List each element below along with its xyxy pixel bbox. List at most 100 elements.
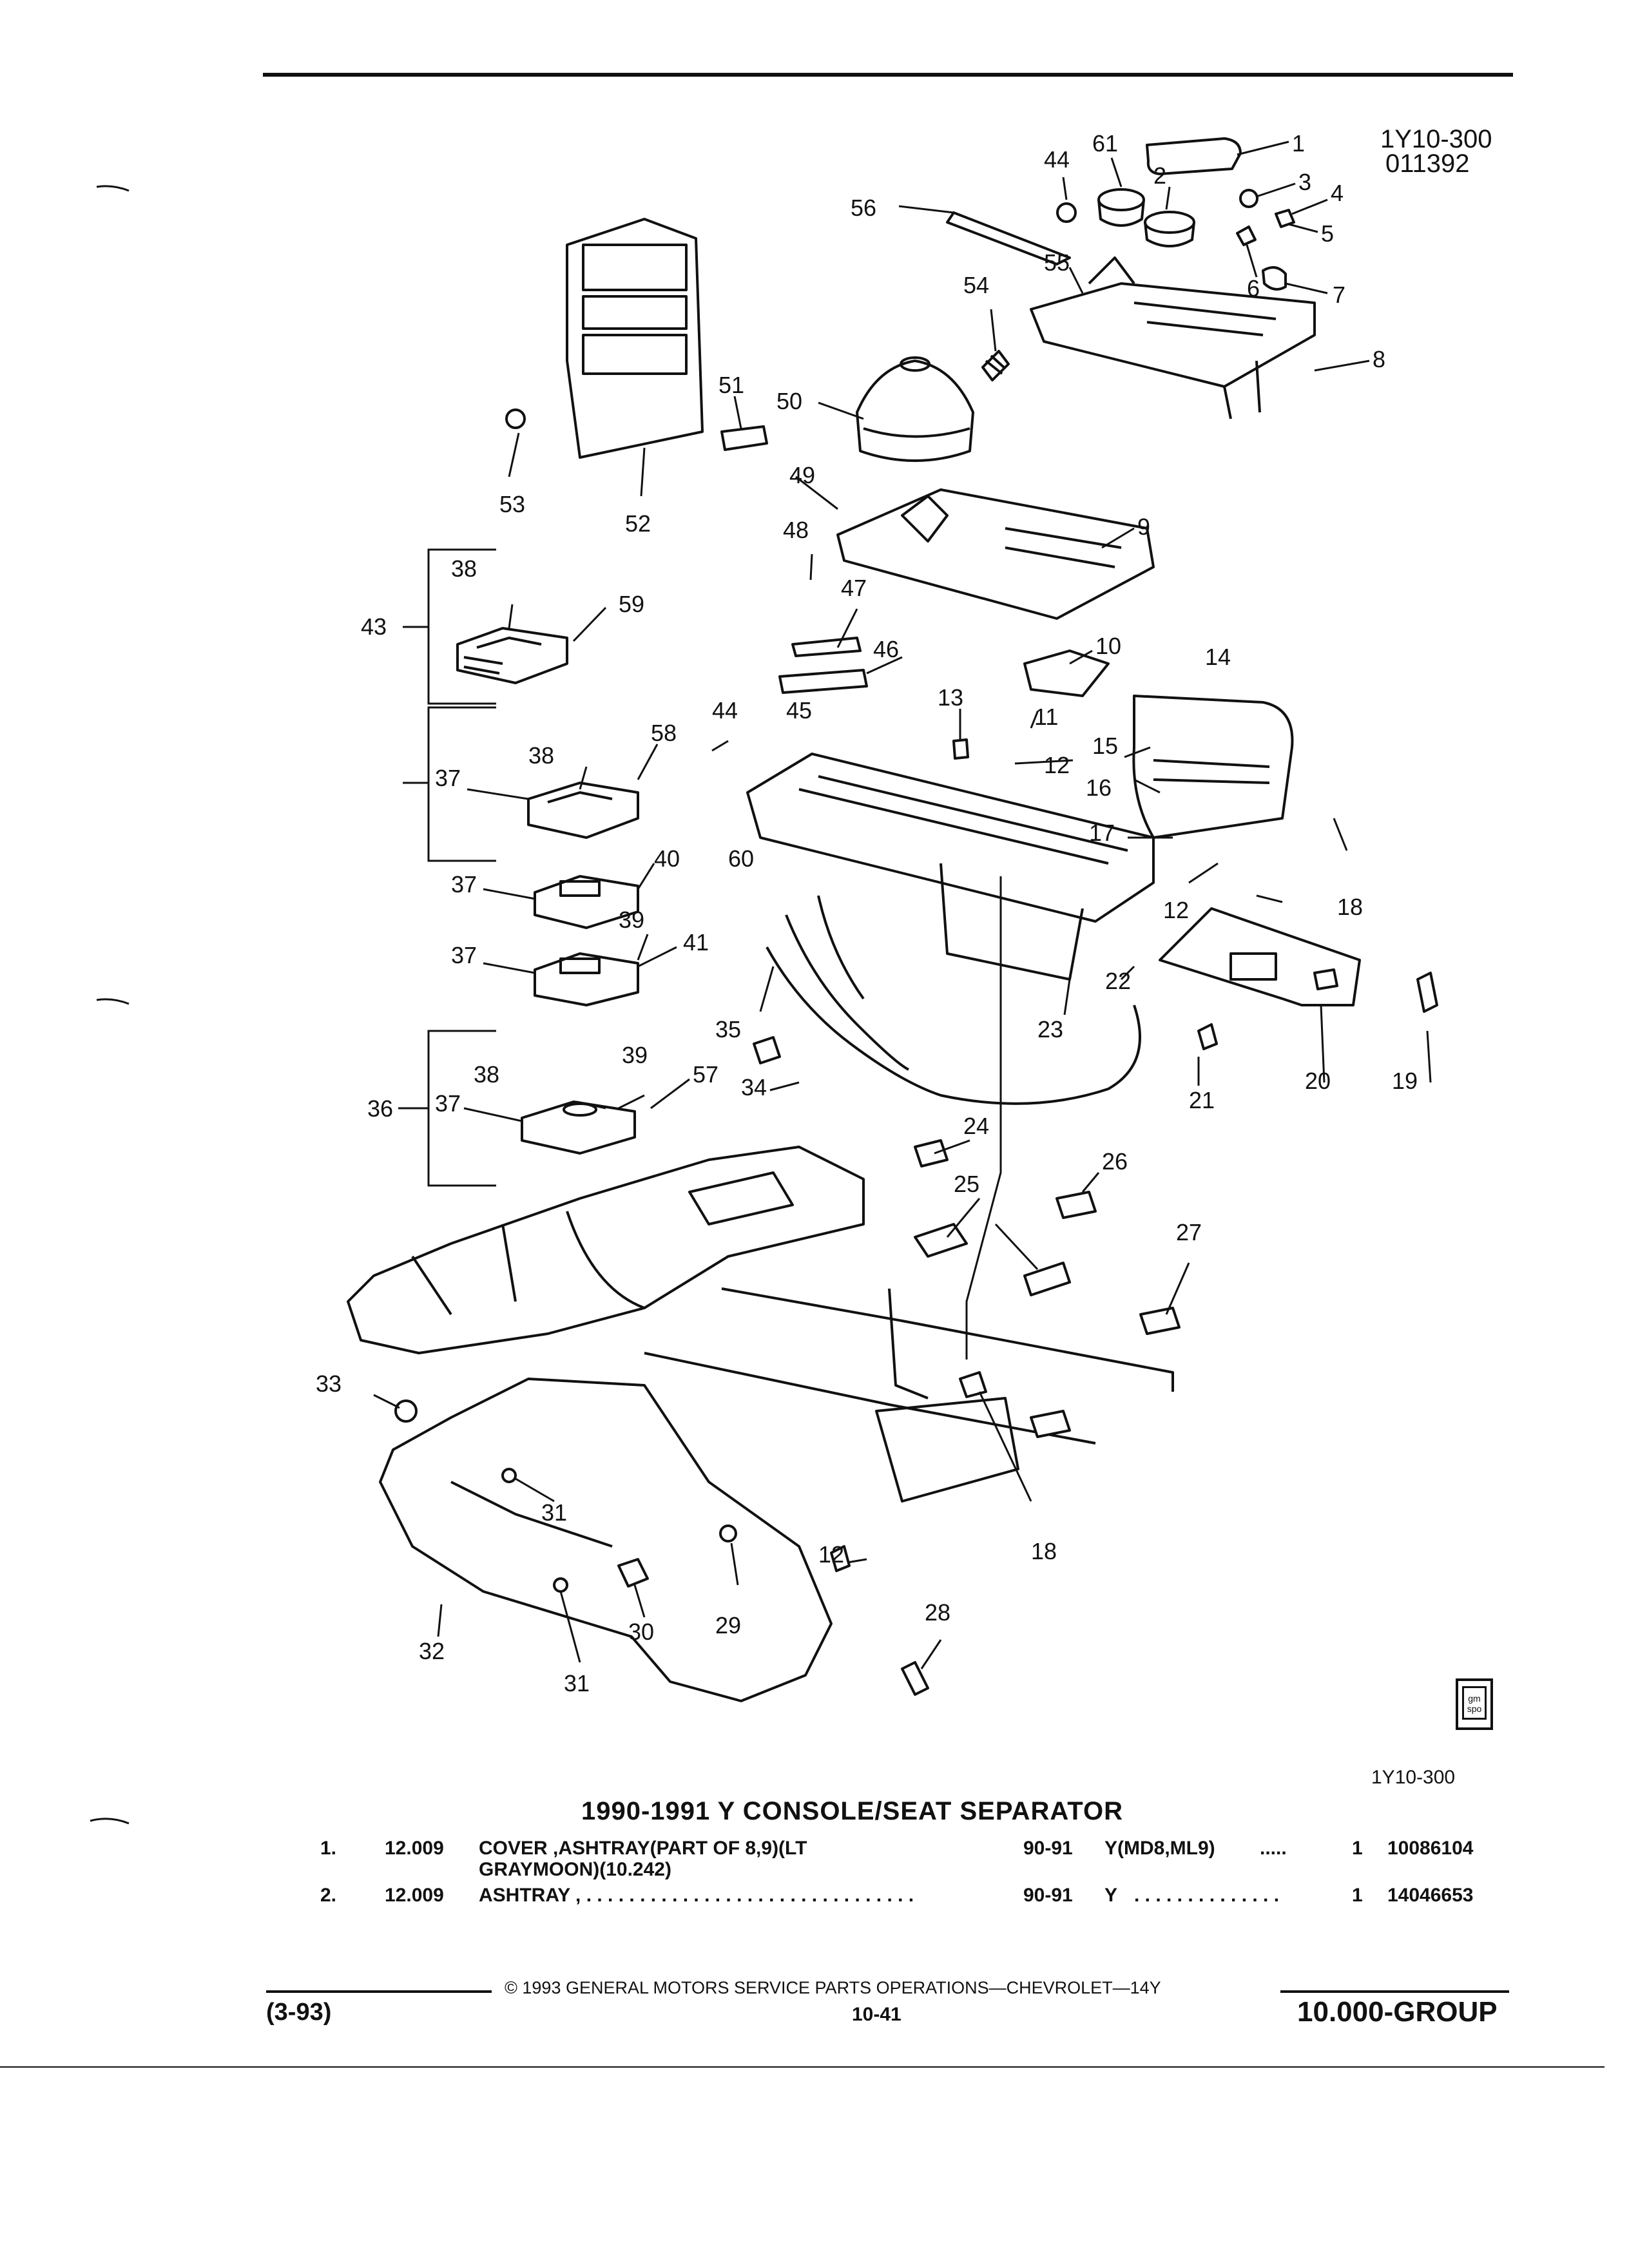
callout: 12 [1163,897,1189,923]
callout: 49 [789,462,815,488]
illustration-date: 011392 [1385,149,1470,178]
callout: 20 [1305,1068,1331,1094]
switch-module-36 [521,1100,636,1155]
trim-panel [505,218,768,459]
shifter-plate [836,488,1155,620]
callout: 44 [1044,146,1070,173]
callout: 47 [841,575,867,601]
callout: 16 [1086,774,1112,801]
callout: 46 [873,636,899,662]
callout: 37 [451,942,477,968]
callout: 31 [564,1670,590,1696]
bottom-illustration-code: 1Y10-300 [1371,1767,1456,1788]
callout: 29 [715,1612,741,1639]
model-years: 90-91 [1023,1885,1073,1906]
callout: 50 [776,388,802,414]
console-top-bezel [946,211,1316,419]
floor-pan [644,1287,1174,1503]
group-brackets [398,548,496,1187]
spring-part [981,350,1010,381]
callout: 30 [628,1619,654,1645]
callout: 25 [954,1171,979,1197]
console-base [746,637,1155,981]
wiring-harness [753,895,1141,1105]
callout: 40 [654,845,680,872]
bottom-rule [0,2066,1605,2068]
switch-module-40 [534,952,639,1006]
callout: 6 [1247,275,1260,302]
armrest-lid [1132,695,1294,839]
side-trim-panel [379,1378,833,1702]
footer-rule-left [266,1990,492,1993]
models: Y(MD8,ML9) [1104,1838,1215,1859]
callout: 9 [1137,514,1150,540]
callout: 24 [963,1113,989,1139]
callout: 43 [361,613,387,640]
revision-date: (3-93) [266,1999,332,2026]
leader-lines [373,140,1432,1669]
callout: 8 [1373,346,1385,372]
footer-rule-right [1280,1990,1509,1993]
callout: 23 [1037,1016,1063,1043]
item-number: 2. [320,1885,337,1906]
table-row: 2. 12.009 ASHTRAY , . . . . . . . . . . … [0,1885,1629,1910]
callout: 53 [499,491,525,517]
callout: 38 [474,1061,499,1088]
callout: 60 [728,845,754,872]
exploded-parts-diagram: 1 2 3 4 5 6 7 8 9 10 11 12 12 12 13 14 1… [316,130,1438,1702]
callout: 54 [963,272,989,298]
callout: 48 [783,517,809,543]
quantity: 1 [1352,1838,1363,1859]
callout: 51 [718,372,744,398]
callout: 10 [1095,633,1121,659]
item-number: 1. [320,1838,337,1859]
callout: 33 [316,1370,342,1397]
callout: 37 [435,765,461,791]
switch-module-43 [456,627,568,684]
callout: 61 [1092,130,1118,157]
callout: 35 [715,1016,741,1043]
part-description: COVER ,ASHTRAY(PART OF 8,9)(LT [479,1838,807,1859]
callout: 38 [451,555,477,582]
small-knobs [1056,189,1295,291]
callout: 22 [1105,968,1131,994]
callout: 31 [541,1499,567,1526]
shift-boot [856,356,974,462]
callout: 15 [1092,733,1118,759]
callout: 58 [651,720,677,746]
group-number: 12.009 [385,1838,444,1859]
callout: 34 [741,1074,767,1100]
callout: 14 [1205,644,1231,670]
callout: 3 [1298,169,1311,195]
quantity: 1 [1352,1885,1363,1906]
group-number: 12.009 [385,1885,444,1906]
callout: 32 [419,1638,445,1664]
callout: 1 [1292,130,1305,157]
callout: 37 [451,871,477,898]
callout: 19 [1392,1068,1418,1094]
callout: 41 [683,929,709,956]
part-number: 14046653 [1387,1885,1474,1906]
callout: 12 [818,1541,844,1568]
callout: 7 [1333,282,1345,308]
callout: 17 [1089,820,1115,846]
callout: 21 [1189,1087,1215,1113]
top-rule [263,73,1513,77]
callout: 12 [1044,752,1070,778]
callout: 39 [619,907,644,933]
callout: 26 [1102,1148,1128,1175]
callout: 45 [786,697,812,724]
callout: 36 [367,1095,393,1122]
callout: 4 [1331,180,1344,206]
part-description-continued: GRAYMOON)(10.242) [479,1859,671,1880]
callout: 56 [851,195,876,221]
models: Y [1104,1885,1118,1906]
callout: 44 [712,697,738,724]
switch-module-42 [527,782,639,839]
callout: 28 [925,1599,950,1626]
ashtray-part [1097,188,1195,247]
callout-labels: 1 2 3 4 5 6 7 8 9 10 11 12 12 12 13 14 1… [316,130,1418,1696]
floor-plate [1159,907,1361,1006]
instrument-panel-carrier [347,1146,865,1354]
callout: 37 [435,1090,461,1117]
